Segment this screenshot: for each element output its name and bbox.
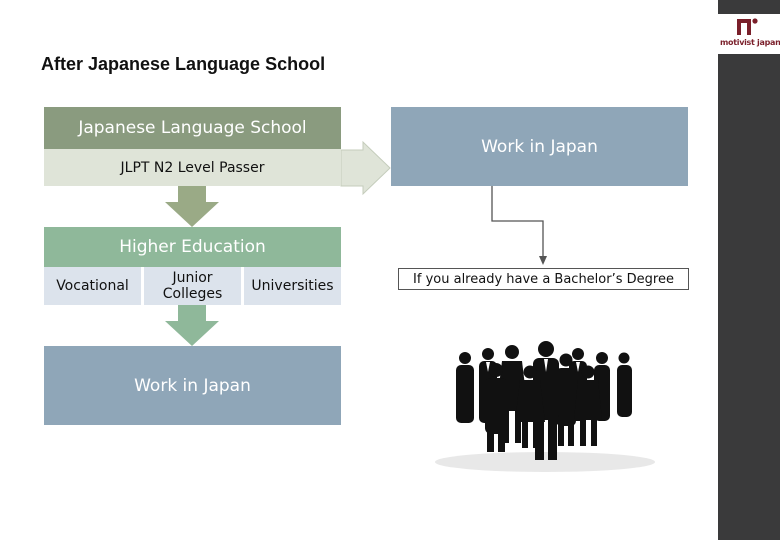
junior-colleges-box: Junior Colleges (144, 267, 241, 305)
right-arrow-icon (341, 142, 390, 194)
work-in-japan-box-bottom: Work in Japan (44, 346, 341, 425)
motivist-logo-icon (736, 17, 758, 37)
down-arrow-icon (165, 186, 219, 227)
higher-education-box: Higher Education (44, 227, 341, 267)
down-arrow-icon (165, 305, 219, 346)
logo-text: motivist japan (720, 38, 780, 47)
logo: motivist japan (718, 14, 780, 54)
sidebar-band (718, 0, 780, 540)
business-people-silhouette-icon (435, 341, 655, 472)
arrowhead-icon (539, 256, 547, 265)
japanese-language-school-box: Japanese Language School (44, 107, 341, 149)
jlpt-n2-bar: JLPT N2 Level Passer (44, 149, 341, 186)
work-in-japan-box-right: Work in Japan (391, 107, 688, 186)
universities-box: Universities (244, 267, 341, 305)
bachelor-degree-note: If you already have a Bachelor’s Degree (398, 268, 689, 290)
vocational-box: Vocational (44, 267, 141, 305)
elbow-connector (492, 186, 543, 259)
